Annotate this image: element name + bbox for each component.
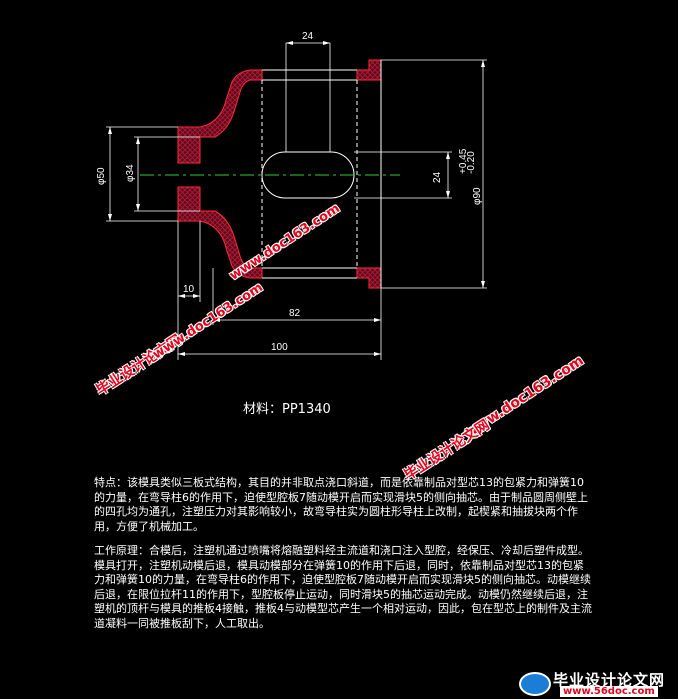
dim-wall-10: 10 (183, 284, 195, 295)
upper-wall-section (177, 69, 263, 164)
working-principle-paragraph: 工作原理：合模后，注塑机通过喷嘴将熔融塑料经主流道和浇口注入型腔，经保压、冷却后… (94, 544, 592, 630)
dimension-lines (106, 42, 487, 360)
dim-outer-diameter: φ90 (472, 187, 483, 205)
features-paragraph: 特点：该模具类似三板式结构，其目的并非取点浇口斜道，而是依靠制品对型芯13的包紧… (94, 476, 588, 533)
footer-site-name: 毕业设计论文网 (553, 671, 666, 689)
top-flange-section (356, 59, 382, 81)
material-label: 材料：PP1340 (243, 402, 331, 417)
dim-length-100: 100 (271, 342, 288, 353)
dim-outer-tol-upper: +0.45 (458, 148, 469, 174)
lower-wall-section (177, 186, 263, 279)
outline-lines (261, 60, 382, 288)
bottom-flange-section (356, 267, 382, 289)
dim-outer-tol-lower: -0.20 (466, 151, 477, 174)
footer-url: www.56doc.com (560, 686, 658, 697)
dim-slot-height: 24 (432, 171, 443, 183)
site-logo-icon (519, 672, 551, 696)
mold-part-drawing: 24 24 φ90 +0.45 -0.20 φ50 φ34 10 82 100 (96, 31, 487, 360)
dimension-arrows (108, 41, 485, 356)
dim-diameter-50: φ50 (96, 167, 107, 185)
footer-logo: 毕业设计论文网 www.56doc.com (515, 670, 675, 697)
dim-length-82: 82 (289, 308, 301, 319)
dim-slot-width: 24 (302, 31, 314, 42)
dim-diameter-34: φ34 (125, 164, 136, 182)
